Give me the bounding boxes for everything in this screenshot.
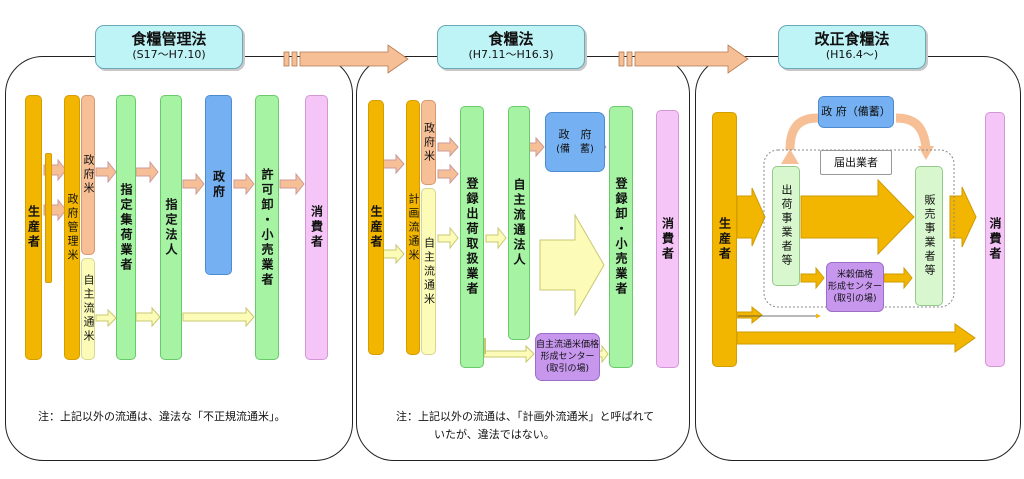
title-food-control-law: 食糧管理法 (S17～H7.10) — [95, 25, 243, 69]
period-text: (S17～H7.10) — [132, 48, 206, 61]
note-food-control-law: 注：上記以外の流通は、違法な「不正規流通米」。 — [38, 410, 286, 423]
planned-rice-bar: 計画流通米 — [406, 100, 420, 355]
shipping-business-bar: 出荷事業者等 — [772, 166, 800, 286]
title-text: 食糧法 — [488, 30, 534, 48]
note-food-law: 注：上記以外の流通は、「計画外流通米」と呼ばれて いたが、違法ではない。 — [396, 410, 655, 441]
consumer-bar: 消費者 — [305, 95, 328, 360]
title-food-law: 食糧法 (H7.11～H16.3) — [437, 25, 585, 69]
transition-arrow-1 — [283, 44, 409, 74]
government-stockpile-box: 政 府（備蓄） — [818, 96, 894, 128]
consumer-bar: 消費者 — [985, 112, 1005, 367]
price-center-box: 米穀価格 形成センター (取引の場) — [826, 262, 884, 312]
designated-corp-bar: 指定法人 — [160, 95, 182, 360]
voluntary-rice-bar: 自主流通米 — [421, 188, 436, 355]
gov-rice-bar: 政府米 — [81, 95, 95, 255]
government-stockpile-box: 政 府 (備 蓄) — [545, 112, 605, 172]
registered-shipper-bar: 登録出荷取扱業者 — [460, 106, 484, 368]
period-text: (H16.4～) — [825, 48, 879, 61]
producer-bar: 生産者 — [368, 100, 384, 355]
title-text: 改正食糧法 — [814, 30, 890, 48]
notified-dealer-label: 届出業者 — [820, 150, 892, 175]
gov-controlled-rice-bar: 政府管理米 — [64, 95, 80, 360]
voluntary-rice-bar: 自主流通米 — [81, 258, 95, 360]
registered-retailer-bar: 登録卸・小売業者 — [609, 106, 633, 368]
producer-connector — [45, 153, 52, 283]
title-text: 食糧管理法 — [131, 30, 207, 48]
voluntary-corp-bar: 自主流通法人 — [508, 106, 530, 340]
designated-collector-bar: 指定集荷業者 — [116, 95, 136, 360]
consumer-bar: 消費者 — [656, 110, 679, 368]
transition-arrow-2 — [618, 44, 749, 74]
price-center-box: 自主流通米価格 形成センター (取引の場) — [535, 333, 600, 381]
period-text: (H7.11～H16.3) — [468, 48, 554, 61]
government-bar: 政府 — [205, 95, 232, 275]
producer-bar: 生産者 — [712, 112, 737, 367]
licensed-retailer-bar: 許可卸・小売業者 — [255, 95, 279, 360]
sales-business-bar: 販売事業者等 — [915, 166, 943, 306]
title-revised-food-law: 改正食糧法 (H16.4～) — [778, 25, 926, 69]
gov-rice-bar: 政府米 — [421, 100, 436, 185]
producer-bar: 生産者 — [25, 95, 42, 360]
